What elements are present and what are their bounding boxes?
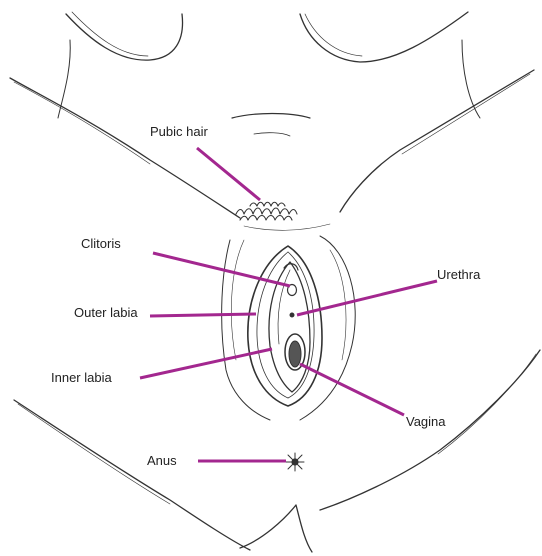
label-outer-labia: Outer labia	[74, 305, 138, 321]
label-clitoris: Clitoris	[81, 236, 121, 252]
leader-lines	[140, 148, 437, 461]
leader-line-outer-labia	[150, 314, 256, 316]
label-anus: Anus	[147, 453, 177, 469]
label-inner-labia: Inner labia	[51, 370, 112, 386]
leader-line-vagina	[300, 364, 404, 415]
pubic-hair-sketch	[236, 202, 330, 230]
label-pubic-hair: Pubic hair	[150, 124, 208, 140]
vulva-sketch	[248, 246, 322, 406]
leader-line-pubic-hair	[197, 148, 260, 200]
label-vagina: Vagina	[406, 414, 446, 430]
label-urethra: Urethra	[437, 267, 480, 283]
anus-sketch	[286, 453, 304, 471]
leader-line-clitoris	[153, 253, 290, 286]
